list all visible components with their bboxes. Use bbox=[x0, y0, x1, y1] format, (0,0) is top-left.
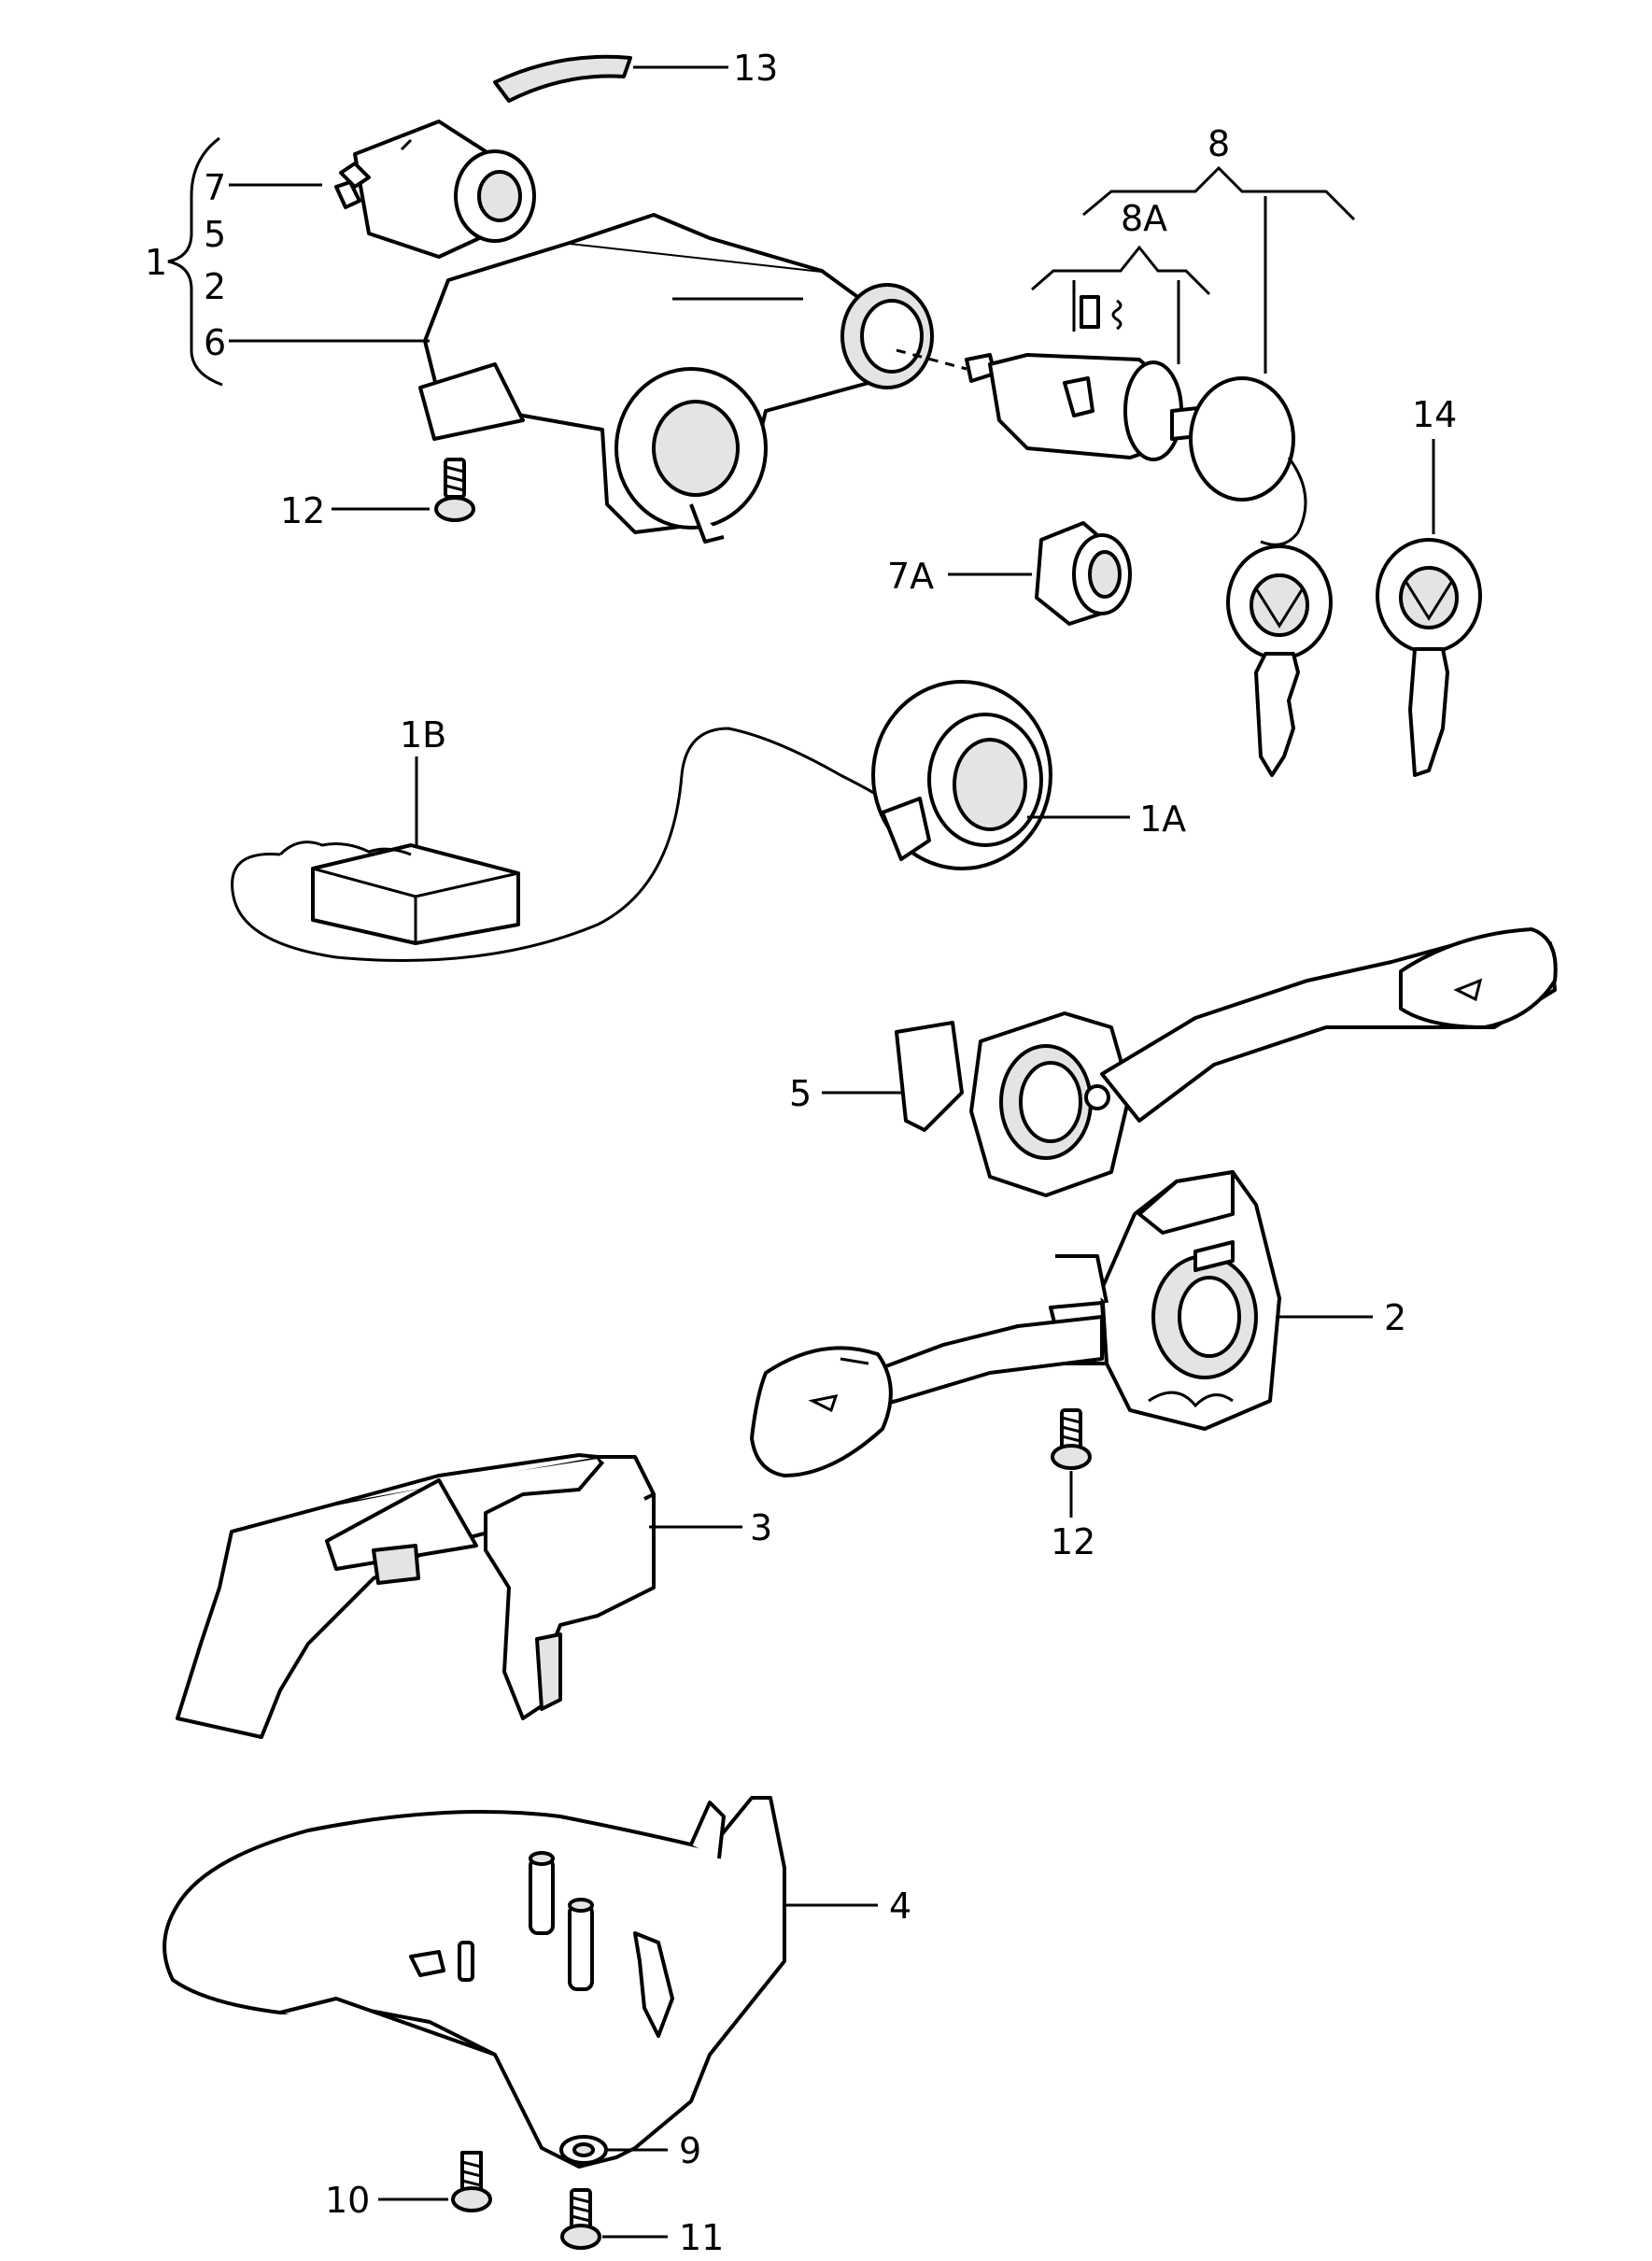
callout-1a: 1A bbox=[1139, 798, 1187, 840]
callout-12-lower: 12 bbox=[1051, 1521, 1096, 1562]
bracket-group-8a bbox=[1031, 245, 1211, 296]
part-7a-bushing[interactable] bbox=[1035, 521, 1132, 626]
assembly-line bbox=[896, 348, 967, 371]
part-13-trim-strip[interactable] bbox=[493, 54, 632, 103]
callout-13: 13 bbox=[733, 48, 779, 89]
callout-9: 9 bbox=[679, 2130, 702, 2171]
key-ring bbox=[1189, 376, 1295, 502]
part-2-turn-signal-switch[interactable] bbox=[750, 1170, 1281, 1477]
part-12-screw-upper[interactable] bbox=[434, 458, 475, 522]
callout-3: 3 bbox=[750, 1507, 773, 1548]
callout-10: 10 bbox=[325, 2180, 371, 2221]
callout-11: 11 bbox=[679, 2217, 725, 2258]
antenna-wire bbox=[231, 727, 907, 962]
callout-5-group: 5 bbox=[204, 214, 227, 255]
part-8a-tumbler-parts[interactable] bbox=[1072, 280, 1123, 332]
part-4-lower-shroud[interactable] bbox=[162, 1796, 786, 2169]
callout-7: 7 bbox=[204, 167, 227, 208]
part-3-upper-shroud[interactable] bbox=[176, 1453, 656, 1739]
callout-12-upper: 12 bbox=[280, 490, 326, 531]
callout-14: 14 bbox=[1412, 394, 1458, 435]
part-10-screw[interactable] bbox=[451, 2151, 492, 2212]
callout-1: 1 bbox=[145, 242, 168, 283]
part-1b-control-unit[interactable] bbox=[278, 841, 520, 945]
part-5-wiper-switch[interactable] bbox=[895, 927, 1558, 1197]
callout-2: 2 bbox=[1384, 1297, 1407, 1338]
callout-2-group: 2 bbox=[204, 266, 227, 307]
part-6-lock-housing[interactable] bbox=[418, 213, 934, 544]
bracket-group-8 bbox=[1082, 165, 1356, 221]
part-12-screw-lower[interactable] bbox=[1051, 1408, 1092, 1470]
callout-8: 8 bbox=[1207, 123, 1231, 164]
part-11-screw[interactable] bbox=[560, 2188, 601, 2250]
callout-1b: 1B bbox=[400, 714, 447, 756]
callout-5: 5 bbox=[789, 1073, 812, 1114]
part-8-lock-cylinder[interactable] bbox=[965, 353, 1216, 461]
callout-7a: 7A bbox=[887, 556, 935, 597]
part-9-washer[interactable] bbox=[559, 2135, 608, 2165]
callout-6: 6 bbox=[204, 322, 227, 363]
part-7-ignition-switch[interactable] bbox=[334, 120, 536, 259]
part-8-key[interactable] bbox=[1226, 544, 1333, 777]
part-14-key[interactable] bbox=[1376, 538, 1482, 777]
bracket-group-1 bbox=[167, 136, 223, 387]
callout-8a: 8A bbox=[1121, 198, 1168, 239]
part-1a-transponder-ring[interactable] bbox=[871, 680, 1052, 870]
callout-4: 4 bbox=[889, 1886, 912, 1927]
